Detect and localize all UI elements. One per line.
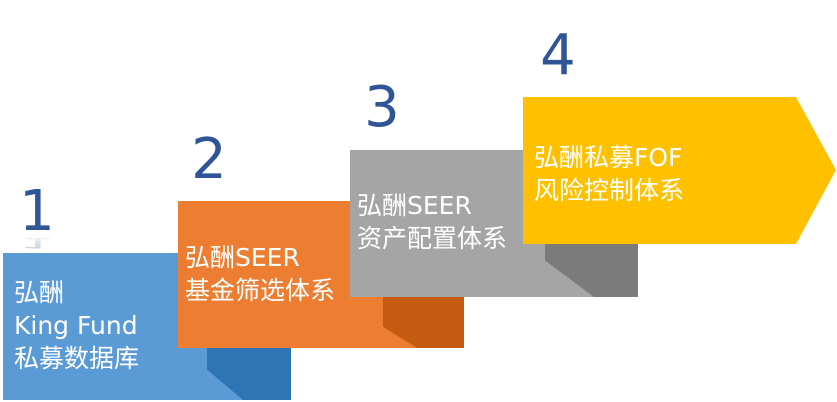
step-3-line-2: 资产配置体系 bbox=[357, 224, 507, 253]
step-1-number: 1 bbox=[19, 179, 55, 244]
step-4-arrow bbox=[523, 97, 836, 244]
step-4-line-2: 风险控制体系 bbox=[534, 176, 684, 205]
step-1-box bbox=[3, 253, 207, 400]
step-4: 4 弘酬私募FOF 风险控制体系 bbox=[523, 23, 836, 244]
step-3-number: 3 bbox=[364, 75, 400, 140]
step-3-line-1: 弘酬SEER bbox=[357, 191, 472, 220]
step-1-line-2: King Fund bbox=[14, 311, 138, 340]
step-3-box bbox=[350, 150, 545, 297]
step-1-number-reflection: 1 bbox=[19, 235, 55, 251]
step-3: 3 弘酬SEER 资产配置体系 bbox=[350, 75, 638, 297]
step-2-line-1: 弘酬SEER bbox=[185, 243, 300, 272]
step-3-fold bbox=[523, 244, 638, 297]
step-2-line-2: 基金筛选体系 bbox=[185, 276, 335, 305]
step-1-line-1: 弘酬 bbox=[14, 278, 64, 307]
step-2-box bbox=[178, 201, 383, 348]
step-4-line-1: 弘酬私募FOF bbox=[534, 143, 682, 172]
step-4-number: 4 bbox=[540, 23, 576, 88]
step-1: 1 1 弘酬 King Fund 私募数据库 bbox=[3, 179, 291, 400]
step-2-number: 2 bbox=[191, 127, 227, 192]
step-1-line-3: 私募数据库 bbox=[14, 344, 139, 373]
step-2: 2 弘酬SEER 基金筛选体系 bbox=[178, 127, 464, 348]
